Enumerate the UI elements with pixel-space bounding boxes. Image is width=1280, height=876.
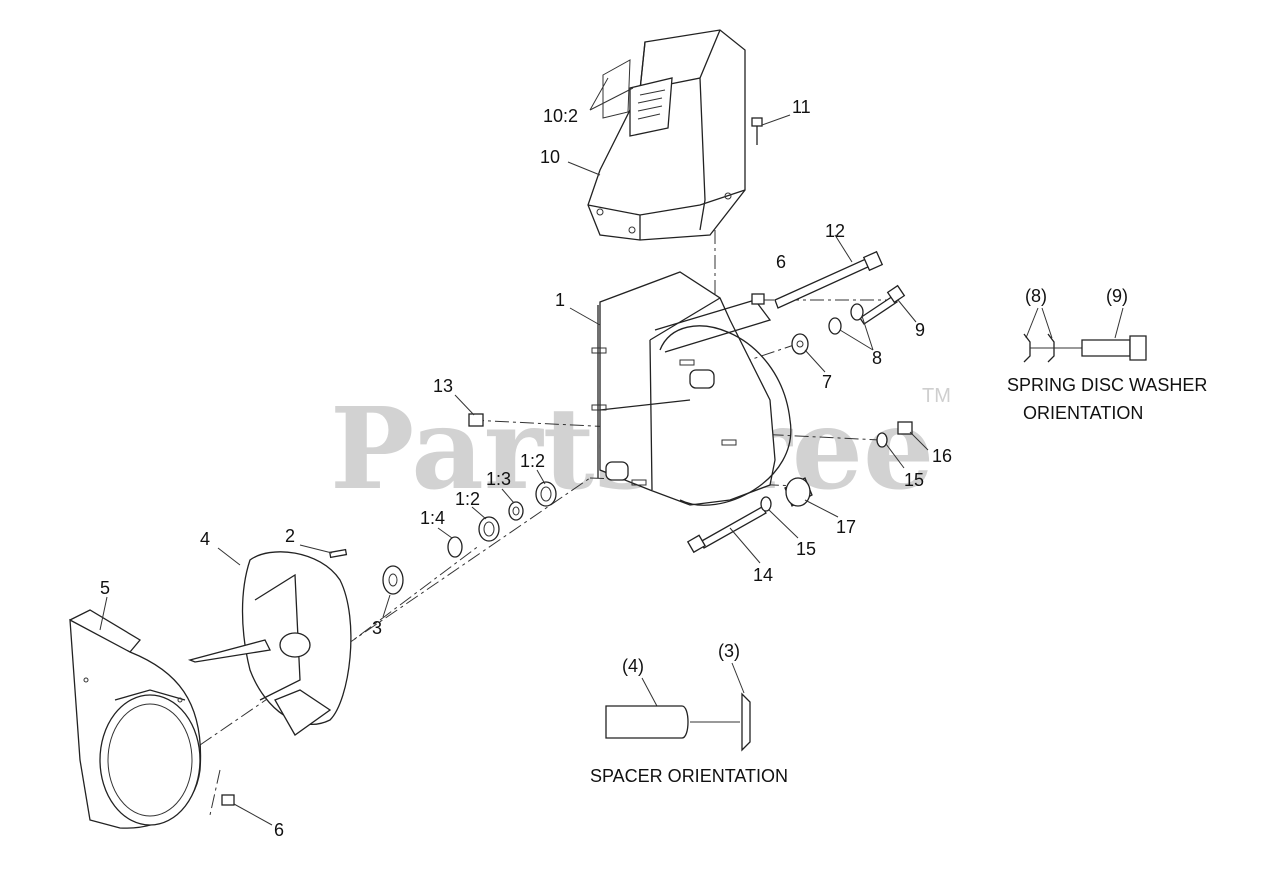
callout-3: 3	[372, 618, 382, 638]
bolt-14	[686, 506, 767, 554]
callout-15-lower: 15	[796, 539, 816, 559]
detail-spring-label-8: (8)	[1025, 286, 1047, 306]
key-2	[329, 548, 348, 559]
detail-spring-disc-washer: (8) (9) SPRING DISC WASHER ORIENTATION	[1007, 286, 1207, 423]
callout-1: 1	[555, 290, 565, 310]
washer-15-lower	[760, 496, 772, 512]
callout-15-upper: 15	[904, 470, 924, 490]
washer-7	[791, 333, 809, 355]
callout-16: 16	[932, 446, 952, 466]
detail-spacer: (4) (3) SPACER ORIENTATION	[590, 641, 788, 786]
detail-spring-caption-2: ORIENTATION	[1023, 403, 1143, 423]
callout-12: 12	[825, 221, 845, 241]
callout-8: 8	[872, 348, 882, 368]
leader-lines	[99, 77, 929, 826]
nut-13	[468, 413, 484, 427]
callout-6-lower: 6	[274, 820, 284, 840]
callout-labels: 10:2 10 11 12 6 1 9 8 7 13 16 15 1:2 1:3…	[100, 97, 952, 840]
callout-1-2-upper: 1:2	[520, 451, 545, 471]
housing-part	[591, 271, 792, 506]
detail-spring-caption-1: SPRING DISC WASHER	[1007, 375, 1207, 395]
callout-1-3: 1:3	[486, 469, 511, 489]
detail-spring-label-9: (9)	[1106, 286, 1128, 306]
washer-3	[382, 565, 404, 595]
chute-part	[587, 29, 746, 241]
nut-16	[897, 421, 913, 435]
spacer-17	[784, 477, 813, 507]
bearing-1-2-upper	[535, 481, 557, 507]
washer-15-upper	[876, 432, 888, 448]
callout-1-4: 1:4	[420, 508, 445, 528]
blower-housing-part	[69, 609, 202, 829]
callout-11: 11	[792, 97, 811, 117]
impeller-part	[187, 551, 352, 736]
spring-disc-washers-8	[828, 303, 864, 335]
bolt-12	[774, 250, 884, 309]
callout-13: 13	[433, 376, 453, 396]
callout-10-2: 10:2	[543, 106, 578, 126]
bearing-1-2-lower	[478, 516, 500, 542]
callout-17: 17	[836, 517, 856, 537]
callout-2: 2	[285, 526, 295, 546]
snap-ring-1-4	[447, 536, 463, 558]
callout-9: 9	[915, 320, 925, 340]
detail-spacer-label-3: (3)	[718, 641, 740, 661]
callout-4: 4	[200, 529, 210, 549]
callout-5: 5	[100, 578, 110, 598]
callout-6-upper: 6	[776, 252, 786, 272]
detail-spacer-label-4: (4)	[622, 656, 644, 676]
callout-1-2-lower: 1:2	[455, 489, 480, 509]
watermark-trademark: TM	[922, 385, 951, 407]
screw-11	[751, 117, 763, 145]
detail-spacer-caption: SPACER ORIENTATION	[590, 766, 788, 786]
callout-7: 7	[822, 372, 832, 392]
nut-6-lower	[221, 794, 235, 806]
nut-6-upper	[751, 293, 765, 305]
bolt-9	[859, 284, 906, 325]
bearing-1-3	[508, 501, 524, 521]
callout-10: 10	[540, 147, 560, 167]
callout-14: 14	[753, 565, 773, 585]
